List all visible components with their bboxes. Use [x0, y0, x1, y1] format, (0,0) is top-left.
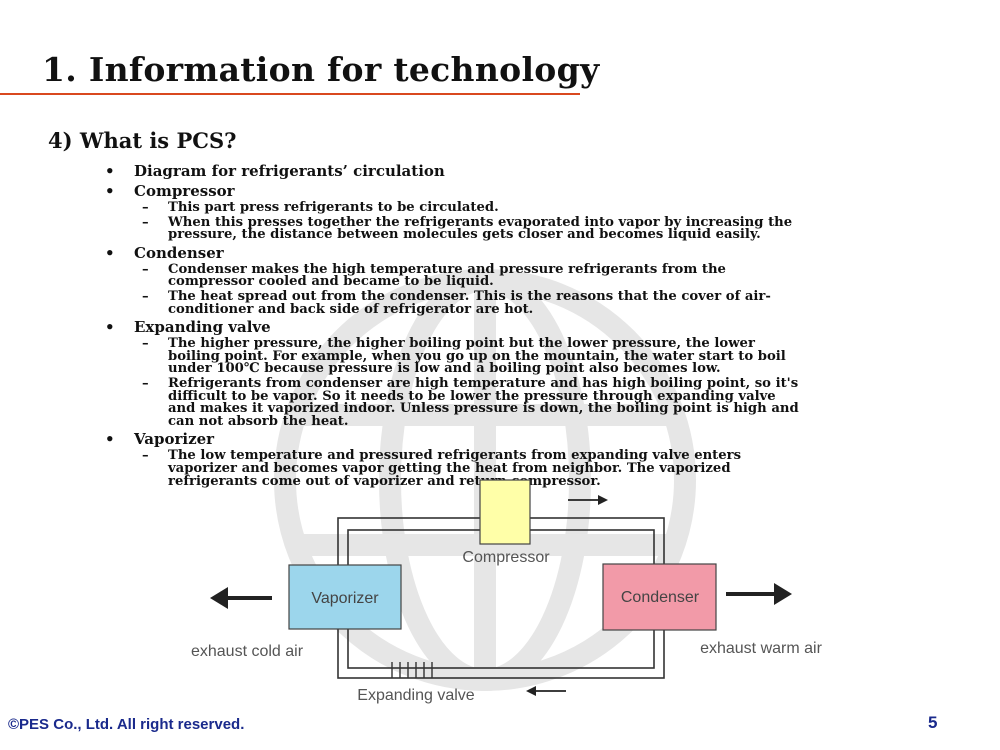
bullet-diagram-heading: Diagram for refrigerants’ circulation — [102, 162, 802, 180]
compressor-box — [479, 479, 531, 545]
page-title: 1. Information for technology — [42, 50, 600, 89]
condenser-label: Condenser — [621, 589, 700, 606]
expanding-valve-symbol — [391, 662, 433, 678]
compressor-label: Compressor — [462, 549, 550, 566]
bullet-content: Diagram for refrigerants’ circulation Co… — [102, 160, 802, 488]
vaporizer-box — [288, 564, 402, 630]
expanding-valve-point-1: The higher pressure, the higher boiling … — [102, 337, 802, 376]
section-subtitle: 4) What is PCS? — [48, 128, 237, 153]
page-number: 5 — [928, 713, 938, 732]
vaporizer-label: Vaporizer — [311, 590, 379, 607]
warm-air-arrow-icon — [726, 583, 792, 605]
bullet-compressor-heading: Compressor — [102, 182, 802, 200]
bullet-expanding-valve-heading: Expanding valve — [102, 318, 802, 336]
cold-air-arrow-icon — [210, 587, 272, 609]
copyright-footer: ©PES Co., Ltd. All right reserved. — [8, 716, 245, 733]
expanding-valve-label: Expanding valve — [357, 687, 475, 704]
compressor-point-2: When this presses together the refrigera… — [102, 215, 802, 242]
title-underline — [0, 93, 580, 95]
exhaust-cold-label: exhaust cold air — [191, 643, 304, 660]
condenser-point-2: The heat spread out from the condenser. … — [102, 290, 802, 316]
expanding-valve-point-2: Refrigerants from condenser are high tem… — [102, 377, 802, 428]
exhaust-warm-label: exhaust warm air — [700, 640, 822, 657]
bullet-vaporizer-heading: Vaporizer — [102, 430, 802, 448]
bullet-condenser-heading: Condenser — [102, 244, 802, 262]
compressor-point-1: This part press refrigerants to be circu… — [102, 201, 802, 215]
condenser-point-1: Condenser makes the high temperature and… — [102, 263, 802, 289]
condenser-box — [602, 563, 717, 631]
